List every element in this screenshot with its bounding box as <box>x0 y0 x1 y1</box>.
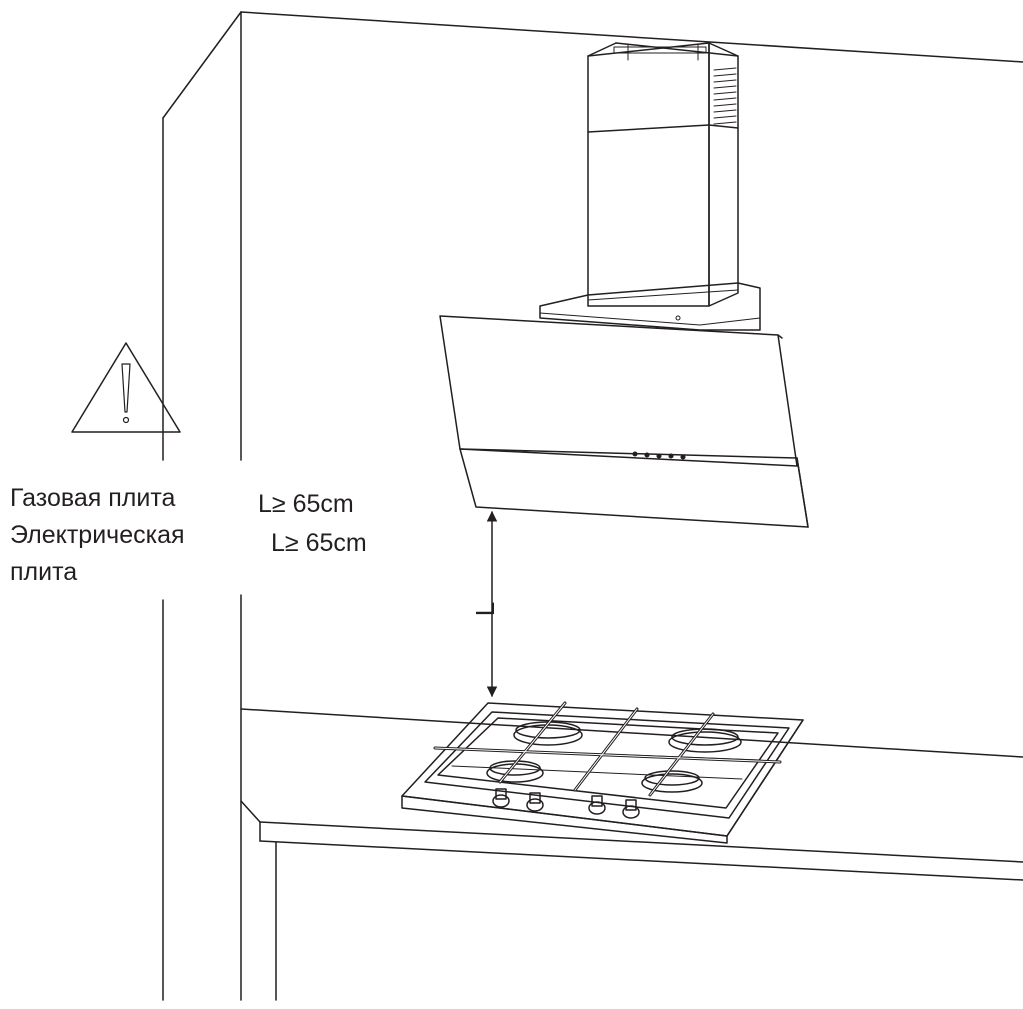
hood-chimney <box>587 42 739 307</box>
hood-lower-panel <box>459 448 809 528</box>
countertop <box>240 708 1023 1001</box>
hood-top-plate <box>539 282 761 331</box>
cooktop <box>401 701 804 844</box>
dimension-letter: L <box>470 601 500 617</box>
wall-corner <box>162 11 1023 1001</box>
electric-stove-label: Электрическая <box>10 521 185 549</box>
warning-triangle-icon <box>71 342 181 433</box>
hood-glass-panel <box>439 315 798 467</box>
gas-stove-label: Газовая плита <box>10 484 176 512</box>
electric-stove-label-line2: плита <box>10 558 78 586</box>
electric-distance-label: L≥ 65cm <box>271 529 367 557</box>
gas-distance-label: L≥ 65cm <box>258 490 354 518</box>
